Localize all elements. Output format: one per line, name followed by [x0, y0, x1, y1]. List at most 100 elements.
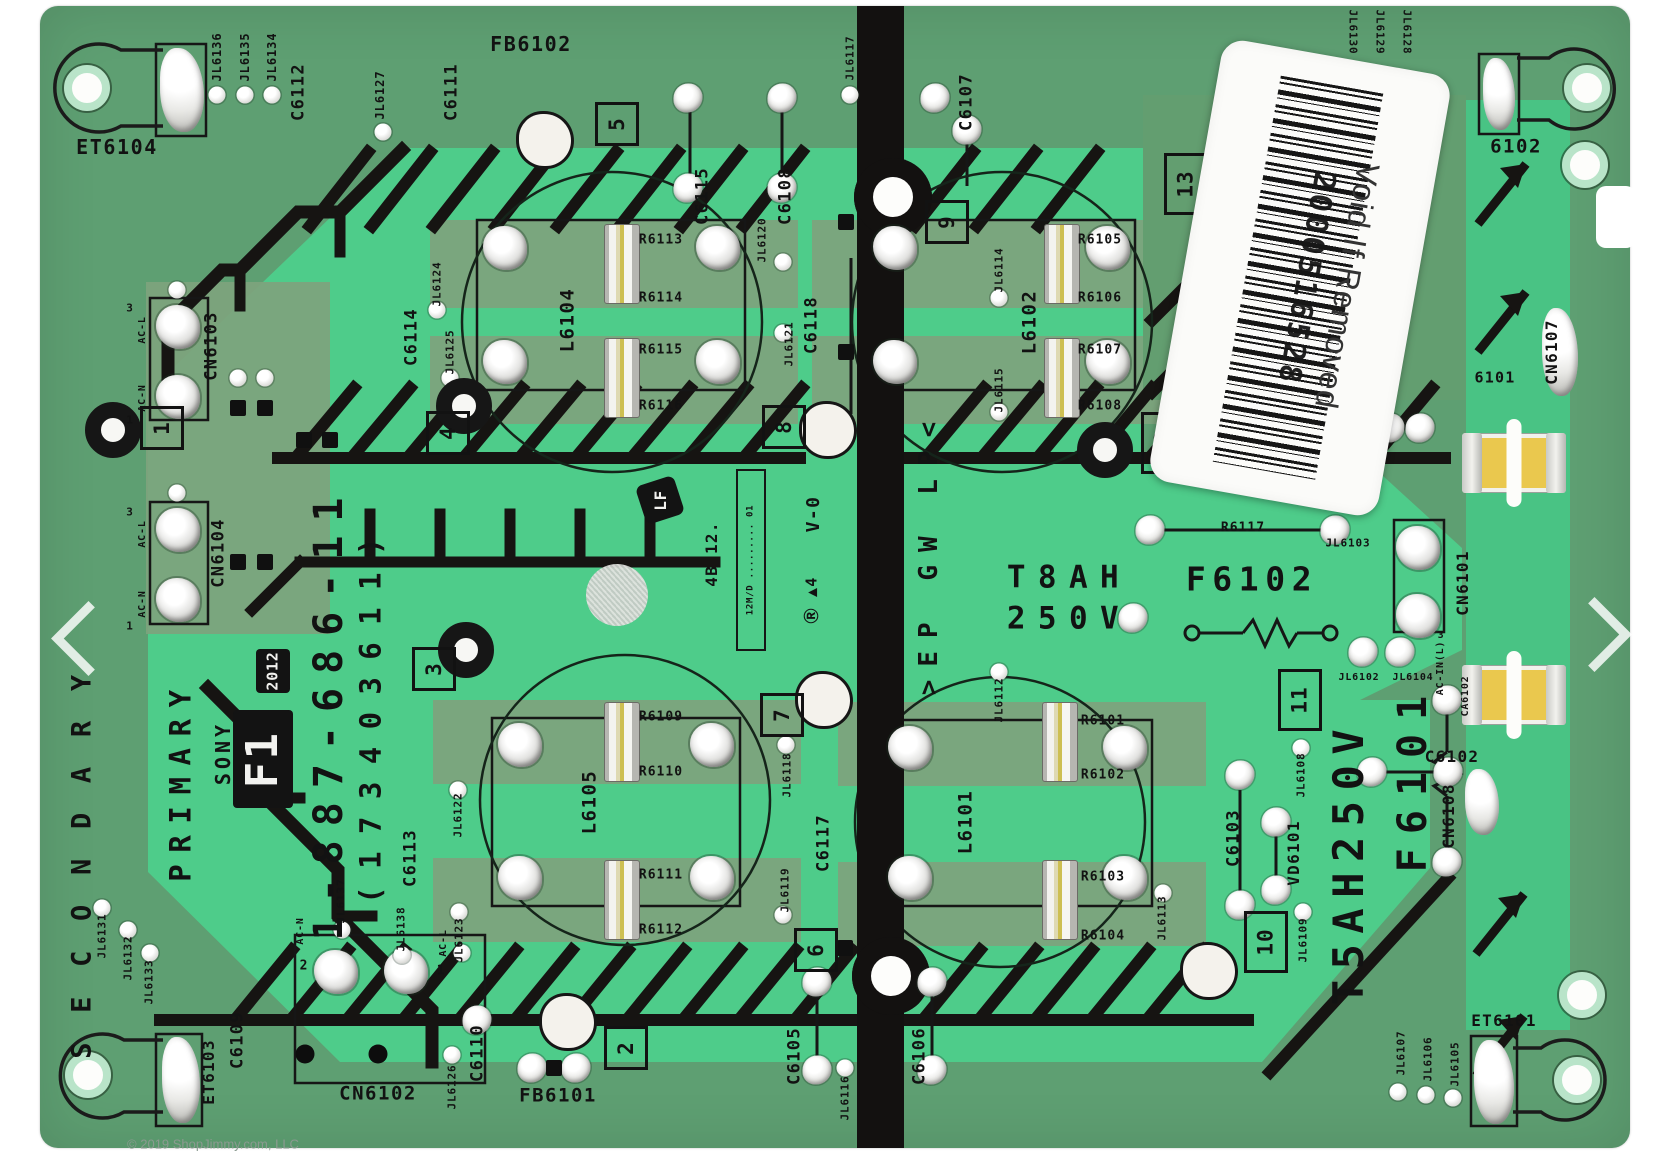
- silk-ca6102: CA6102: [1460, 675, 1471, 717]
- blob-pad: [483, 340, 527, 384]
- silk-box-2: 2: [604, 1026, 648, 1070]
- sq-pad: [296, 432, 312, 448]
- silk-cn6108: CN6108: [1439, 783, 1458, 849]
- silk-3: 3: [126, 301, 134, 315]
- silk-250v: 250V: [1006, 600, 1132, 637]
- holew-pad: [873, 177, 913, 217]
- silk-6101: 6101: [1474, 368, 1516, 387]
- pin-pad: [368, 1044, 388, 1064]
- silk-r6109: R6109: [638, 709, 684, 725]
- silk-jl6128: JL6128: [1400, 9, 1414, 55]
- silk-1: 1: [126, 619, 134, 633]
- dot-pad: [168, 484, 186, 502]
- white-pad: [1183, 945, 1235, 997]
- silk-173403611: (173403611): [353, 520, 388, 904]
- sq-pad: [838, 344, 854, 360]
- silk-et6101: ET6101: [1471, 1011, 1537, 1030]
- hole-pad: [1564, 65, 1610, 111]
- silk-box-6: 6: [794, 928, 838, 972]
- sq-pad: [230, 400, 246, 416]
- silk-jl6108: JL6108: [1294, 752, 1308, 798]
- silk-r6116: R6116: [638, 398, 684, 414]
- silk-c6117: C6117: [813, 814, 834, 872]
- silk-jl6115: JL6115: [992, 367, 1006, 413]
- silk-vd6101: VD6101: [1284, 820, 1303, 886]
- silk-r6105: R6105: [1077, 232, 1123, 248]
- silk-r6106: R6106: [1077, 290, 1123, 306]
- silk-jl6126: JL6126: [445, 1064, 459, 1110]
- sq-pad: [322, 432, 338, 448]
- tex-pad: [586, 564, 648, 626]
- dot-pad: [1417, 1086, 1435, 1104]
- silk-3: 3: [126, 505, 134, 519]
- silk-jl6124: JL6124: [430, 261, 444, 307]
- white-pad: [802, 404, 854, 456]
- silk-1: 1: [126, 413, 134, 427]
- silk-box-9: 9: [925, 200, 969, 244]
- silk-jl6120: JL6120: [755, 217, 769, 263]
- blob-pad: [696, 340, 740, 384]
- silk-jl6109: JL6109: [1296, 917, 1310, 963]
- silk-c6115: C6115: [692, 167, 713, 225]
- silk-jl6125: JL6125: [443, 329, 457, 375]
- silk-r6113: R6113: [638, 232, 684, 248]
- dot-pad: [208, 86, 226, 104]
- blob-pad: [1103, 726, 1147, 770]
- silk-r6110: R6110: [638, 764, 684, 780]
- dot-pad: [168, 281, 186, 299]
- blob-pad: [498, 856, 542, 900]
- blob-pad: [888, 726, 932, 770]
- silk-jl6123: JL6123: [452, 917, 466, 963]
- silk-r6112: R6112: [638, 922, 684, 938]
- silk-cn6101: CN6101: [1453, 550, 1472, 616]
- silk-4b-12: 4B 12.: [702, 521, 721, 587]
- white-pad: [542, 996, 594, 1048]
- silk-sony: SONY: [211, 720, 235, 786]
- sq-pad: [257, 400, 273, 416]
- silk-jl6135: JL6135: [238, 32, 252, 82]
- silk-jl6112: JL6112: [992, 677, 1006, 723]
- silk-box-7: 7: [760, 693, 804, 737]
- dot-pad: [443, 1046, 461, 1064]
- silk-r6103: R6103: [1080, 869, 1126, 885]
- blob-pad: [483, 226, 527, 270]
- hole-pad: [1554, 1057, 1600, 1103]
- blob-pad: [156, 508, 200, 552]
- sq-pad: [230, 554, 246, 570]
- silk-fb6102: FB6102: [490, 32, 572, 56]
- silk-jl6117: JL6117: [843, 35, 857, 81]
- smd-resistor: [604, 224, 640, 304]
- blob-pad: [156, 578, 200, 622]
- year-code-box: 2012: [256, 649, 290, 693]
- silk-r6114: R6114: [638, 290, 684, 306]
- dot-pad: [229, 369, 247, 387]
- silk-secondary: SECONDARY: [66, 645, 98, 1059]
- silk-3: 3: [1437, 630, 1445, 641]
- dot-pad: [836, 1059, 854, 1077]
- smd-resistor: [1042, 860, 1078, 940]
- silk-4: Ⓡ ▲4: [802, 576, 821, 624]
- silk-box-10: 10: [1244, 911, 1288, 973]
- dot-pad: [263, 86, 281, 104]
- silk-jl6132: JL6132: [121, 935, 135, 981]
- pin-pad: [295, 1044, 315, 1064]
- silk-jl6121: JL6121: [782, 321, 796, 367]
- silk-c6106: C6106: [909, 1027, 930, 1085]
- silk-jl6106: JL6106: [1421, 1036, 1435, 1082]
- silk-jl6122: JL6122: [451, 792, 465, 838]
- silk-c6112: C6112: [288, 63, 309, 121]
- holew-pad: [871, 956, 911, 996]
- silk-r6115: R6115: [638, 342, 684, 358]
- smd-resistor: [604, 860, 640, 940]
- silk-cn6103: CN6103: [201, 311, 222, 381]
- silk-ac-n: AC-N: [295, 917, 306, 945]
- silk-jl6136: JL6136: [210, 32, 224, 82]
- silk-l6101: L6101: [954, 789, 977, 855]
- silk-c6118: C6118: [801, 296, 822, 354]
- silk-ac-l: AC-L: [137, 520, 148, 548]
- silk-jl6113: JL6113: [1155, 895, 1169, 941]
- silk-t5ah250v: T5AH250V: [1324, 718, 1373, 1006]
- blob-pad: [156, 305, 200, 349]
- blob-pad: [498, 723, 542, 767]
